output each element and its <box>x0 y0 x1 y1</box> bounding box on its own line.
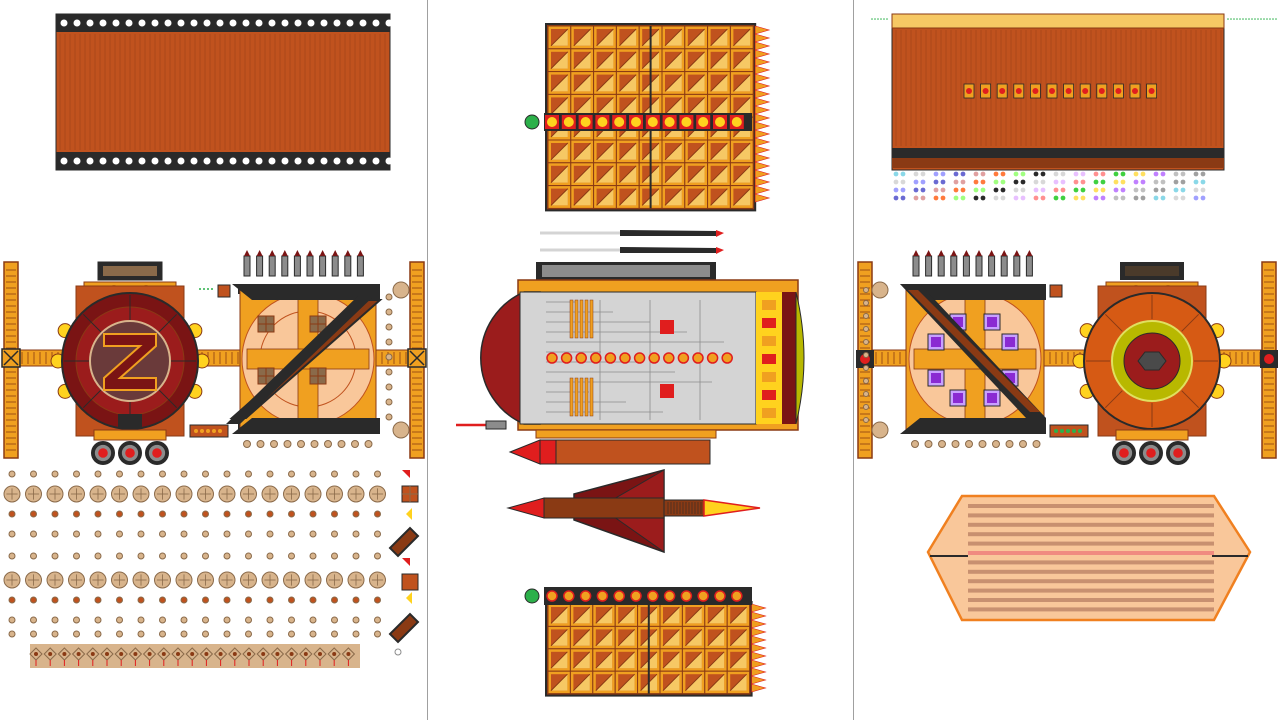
antenna-icon <box>540 230 724 254</box>
left-reactor-pod <box>1 261 427 465</box>
stud-row-0 <box>8 470 381 478</box>
stud-row-4 <box>8 552 381 560</box>
capsule-hull <box>926 494 1252 622</box>
diamond-stud-row <box>29 644 360 668</box>
right-frame-rivets <box>911 440 1041 448</box>
panel-dividers <box>427 0 854 720</box>
stud-row-7 <box>8 616 381 624</box>
stud-row-2 <box>8 510 381 518</box>
stud-row-5 <box>3 571 386 589</box>
stud-row-8 <box>8 630 381 638</box>
z-emblem-icon <box>103 333 157 391</box>
hull-plate <box>871 13 1277 171</box>
gem-icon <box>927 313 1019 407</box>
jet-fighter <box>506 469 761 554</box>
ship-body <box>456 262 805 465</box>
top-wing-light-bar <box>524 113 752 131</box>
color-swatch-palette <box>893 171 1206 201</box>
stud-row-6 <box>8 596 381 604</box>
left-armored-z-frame <box>189 250 410 439</box>
right-armored-z-frame <box>856 250 1278 459</box>
film-strip-plate <box>55 13 393 171</box>
hex-core-icon <box>1137 351 1167 371</box>
bottom-wing-light-bar <box>524 587 752 605</box>
right-reactor-pod <box>1072 262 1232 465</box>
stud-row-3 <box>8 530 381 538</box>
bottom-armor-wing <box>545 601 767 697</box>
frame-rivets <box>243 440 373 448</box>
stud-row-1 <box>3 485 386 503</box>
left-side-pieces <box>388 470 420 656</box>
